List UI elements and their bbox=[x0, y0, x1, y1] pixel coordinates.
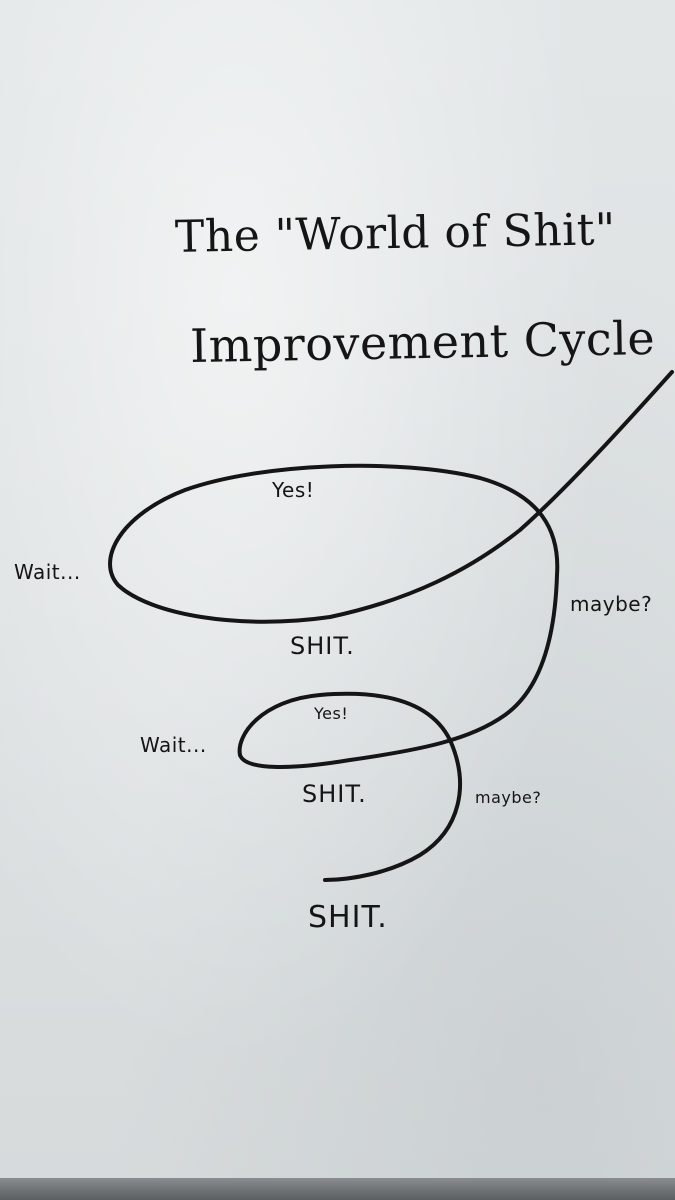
spiral-tail-line bbox=[328, 370, 674, 619]
loop2-left-label: Wait... bbox=[140, 733, 207, 757]
title-line-2: Improvement Cycle bbox=[189, 310, 656, 374]
loop1-right-label: maybe? bbox=[570, 592, 653, 616]
loop2-right-label: maybe? bbox=[475, 788, 542, 807]
whiteboard-tray bbox=[0, 1178, 675, 1200]
loop1-top-label: Yes! bbox=[272, 478, 315, 502]
title-line-1: The "World of Shit" bbox=[174, 204, 617, 263]
loop2-top-label: Yes! bbox=[314, 704, 349, 723]
loop1-bottom-label: SHIT. bbox=[290, 632, 355, 660]
loop1-left-label: Wait... bbox=[14, 560, 81, 584]
loop2-bottom-label: SHIT. bbox=[302, 780, 367, 808]
spiral-loop-1 bbox=[108, 463, 560, 769]
spiral-loop-2 bbox=[237, 691, 462, 882]
end-label: SHIT. bbox=[308, 900, 388, 935]
